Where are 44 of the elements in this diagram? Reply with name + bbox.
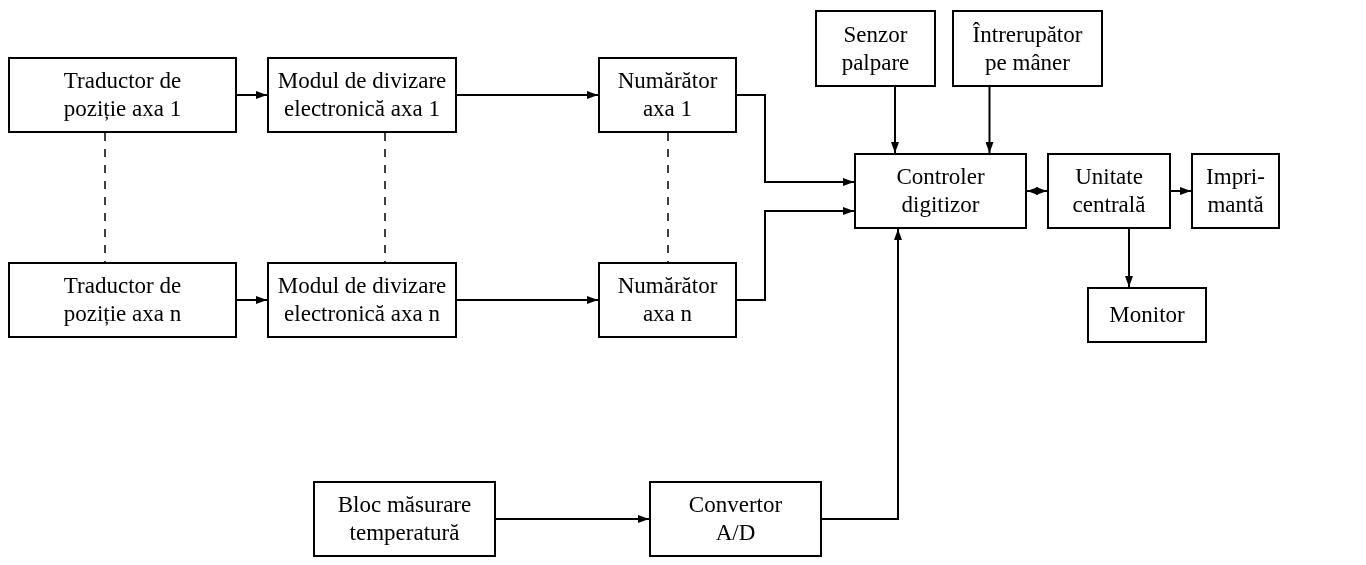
- arrow: [495, 515, 650, 523]
- dashed-line: [667, 132, 669, 263]
- arrow: [736, 207, 855, 301]
- arrow: [456, 91, 599, 99]
- block-box: [598, 262, 737, 338]
- block-box: [313, 481, 496, 557]
- block-box: [649, 481, 822, 557]
- block-label: Numărător axa n: [616, 272, 719, 328]
- block-box: [1191, 153, 1280, 229]
- block-box: [815, 10, 936, 87]
- arrow: [891, 86, 899, 154]
- dashed-line: [104, 132, 106, 263]
- arrow: [236, 91, 268, 99]
- block-box: [1087, 287, 1207, 343]
- arrow: [1125, 228, 1133, 288]
- block-box: [8, 57, 237, 133]
- block-box: [1047, 153, 1171, 229]
- block-label: Modul de divizare electronică axa n: [276, 272, 448, 328]
- block-label: Bloc măsurare temperatură: [336, 491, 473, 547]
- block-label: Traductor de poziție axa n: [62, 272, 183, 328]
- arrow: [236, 296, 268, 304]
- block-label: Întrerupător pe mâner: [971, 20, 1084, 77]
- block-label: Controler digitizor: [895, 163, 986, 219]
- arrow: [1026, 187, 1048, 195]
- block-box: [854, 153, 1027, 229]
- arrow: [821, 228, 902, 520]
- block-box: [598, 57, 737, 133]
- block-box: [267, 57, 457, 133]
- block-label: Numărător axa 1: [616, 67, 719, 123]
- block-label: Convertor A/D: [687, 491, 784, 547]
- block-label: Monitor: [1109, 301, 1185, 329]
- arrow: [1170, 187, 1192, 195]
- block-box: [952, 10, 1103, 87]
- block-label: Impri-mantă: [1205, 163, 1266, 219]
- arrow: [456, 296, 599, 304]
- block-box: [267, 262, 457, 338]
- arrow: [736, 94, 855, 186]
- arrow: [985, 86, 994, 154]
- block-label: Traductor de poziție axa 1: [62, 67, 183, 123]
- block-label: Unitate centrală: [1071, 163, 1147, 219]
- block-box: [8, 262, 237, 338]
- dashed-line: [384, 132, 386, 263]
- block-label: Senzor palpare: [840, 20, 911, 77]
- block-label: Modul de divizare electronică axa 1: [276, 67, 448, 123]
